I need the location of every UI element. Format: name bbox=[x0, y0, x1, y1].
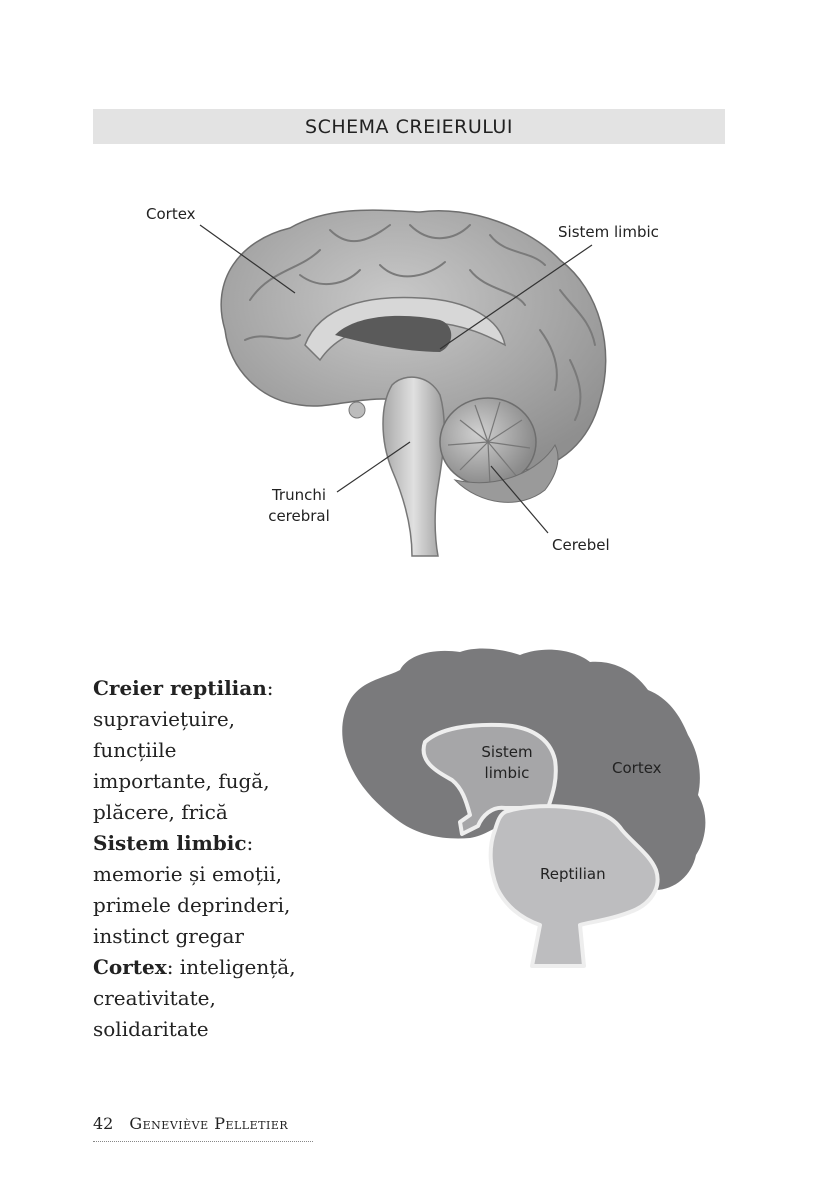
label-cerebel: Cerebel bbox=[552, 536, 610, 554]
legend-term-limbic: Sistem limbic bbox=[93, 831, 247, 855]
cortex-leader bbox=[199, 224, 296, 294]
ventricle bbox=[335, 315, 452, 352]
section-title-bar: SCHEMA CREIERULUI bbox=[93, 109, 725, 144]
schematic-label-cortex: Cortex bbox=[612, 759, 662, 777]
legend-line: supraviețuire, bbox=[93, 707, 236, 731]
legend-line: primele deprinderi, bbox=[93, 893, 291, 917]
legend-text: Creier reptilian: supraviețuire, funcții… bbox=[93, 673, 333, 1045]
schematic-label-reptilian: Reptilian bbox=[540, 865, 606, 883]
brain-illustration bbox=[199, 209, 607, 557]
brainstem-shape bbox=[382, 376, 445, 557]
legend-term-reptilian: Creier reptilian bbox=[93, 676, 267, 700]
label-sistem-limbic: Sistem limbic bbox=[558, 223, 659, 241]
limbic-leader bbox=[439, 244, 593, 350]
author-name: Geneviève Pelletier bbox=[129, 1114, 289, 1133]
page-number: 42 bbox=[93, 1114, 114, 1133]
label-trunchi-cerebral: Trunchi cerebral bbox=[268, 486, 330, 525]
legend-line: funcțiile bbox=[93, 738, 177, 762]
legend-line: importante, fugă, bbox=[93, 769, 270, 793]
legend-line: instinct gregar bbox=[93, 924, 244, 948]
cerebel-leader bbox=[490, 465, 549, 534]
legend-term-cortex: Cortex bbox=[93, 955, 167, 979]
legend-line: creativitate, bbox=[93, 986, 216, 1010]
schematic-reptilian bbox=[488, 804, 660, 968]
trunchi-leader bbox=[336, 441, 411, 493]
label-cortex: Cortex bbox=[146, 205, 196, 223]
section-title: SCHEMA CREIERULUI bbox=[305, 115, 513, 138]
footer-dotted-rule bbox=[93, 1141, 313, 1142]
legend-line: memorie și emoții, bbox=[93, 862, 283, 886]
legend-line: plăcere, frică bbox=[93, 800, 228, 824]
page-footer: 42 Geneviève Pelletier bbox=[93, 1114, 288, 1133]
legend-line: solidaritate bbox=[93, 1017, 209, 1041]
schematic-label-sistem-limbic: Sistem limbic bbox=[481, 743, 533, 782]
